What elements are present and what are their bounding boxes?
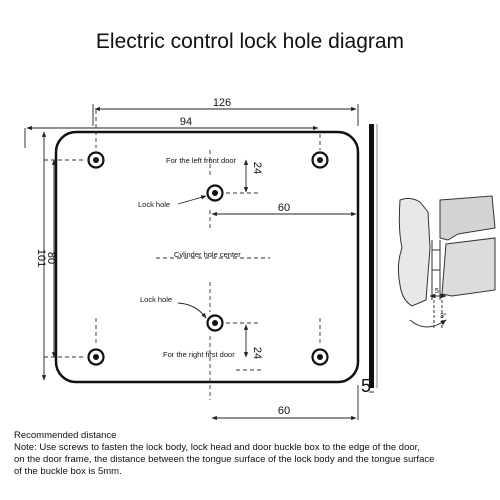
dim-offset-bottom-label: 24 — [251, 347, 263, 359]
lock-hole-top — [206, 184, 224, 202]
dim-gap-label: 5 — [361, 376, 371, 396]
dim-center-bottom-label: 60 — [278, 405, 290, 417]
note-heading: Recommended distance — [14, 430, 117, 441]
dim-center-bottom — [211, 385, 359, 421]
dim-offset-top-label: 24 — [251, 162, 263, 174]
note-line-3: of the buckle box is 5mm. — [14, 466, 122, 477]
dim-center-top-label: 60 — [278, 202, 290, 214]
corner-hole-top-right — [311, 151, 329, 169]
note-line-2: on the door frame, the distance between … — [14, 454, 435, 465]
corner-hole-bottom-left — [87, 348, 105, 366]
lock-hole-bottom — [206, 314, 224, 332]
label-left-front-door: For the left front door — [166, 156, 237, 165]
leader-lines — [177, 195, 207, 319]
lock-detail-drawing — [397, 195, 496, 330]
center-lines — [44, 110, 321, 400]
label-cylinder-center: Cylinder hole center — [174, 250, 241, 259]
dim-width-overall — [92, 104, 359, 126]
corner-hole-top-left — [87, 151, 105, 169]
dim-width-overall-label: 126 — [213, 97, 231, 109]
dim-width-holes — [24, 125, 319, 148]
corner-hole-bottom-right — [311, 348, 329, 366]
detail-gap-label: 5 — [435, 288, 439, 295]
detail-angle-label: 3° — [440, 312, 447, 320]
label-lock-hole-top: Lock hole — [138, 200, 170, 209]
diagram-title: Electric control lock hole diagram — [95, 30, 405, 53]
dim-width-holes-label: 94 — [180, 116, 192, 128]
label-right-front-door: For the right first door — [163, 350, 235, 359]
label-lock-hole-bottom: Lock hole — [140, 295, 172, 304]
note-line-1: Note: Use screws to fasten the lock body… — [14, 442, 420, 453]
dim-height-overall-label: 101 — [35, 249, 47, 267]
dim-height-holes-label: 80 — [45, 252, 57, 264]
side-plate — [369, 124, 374, 388]
